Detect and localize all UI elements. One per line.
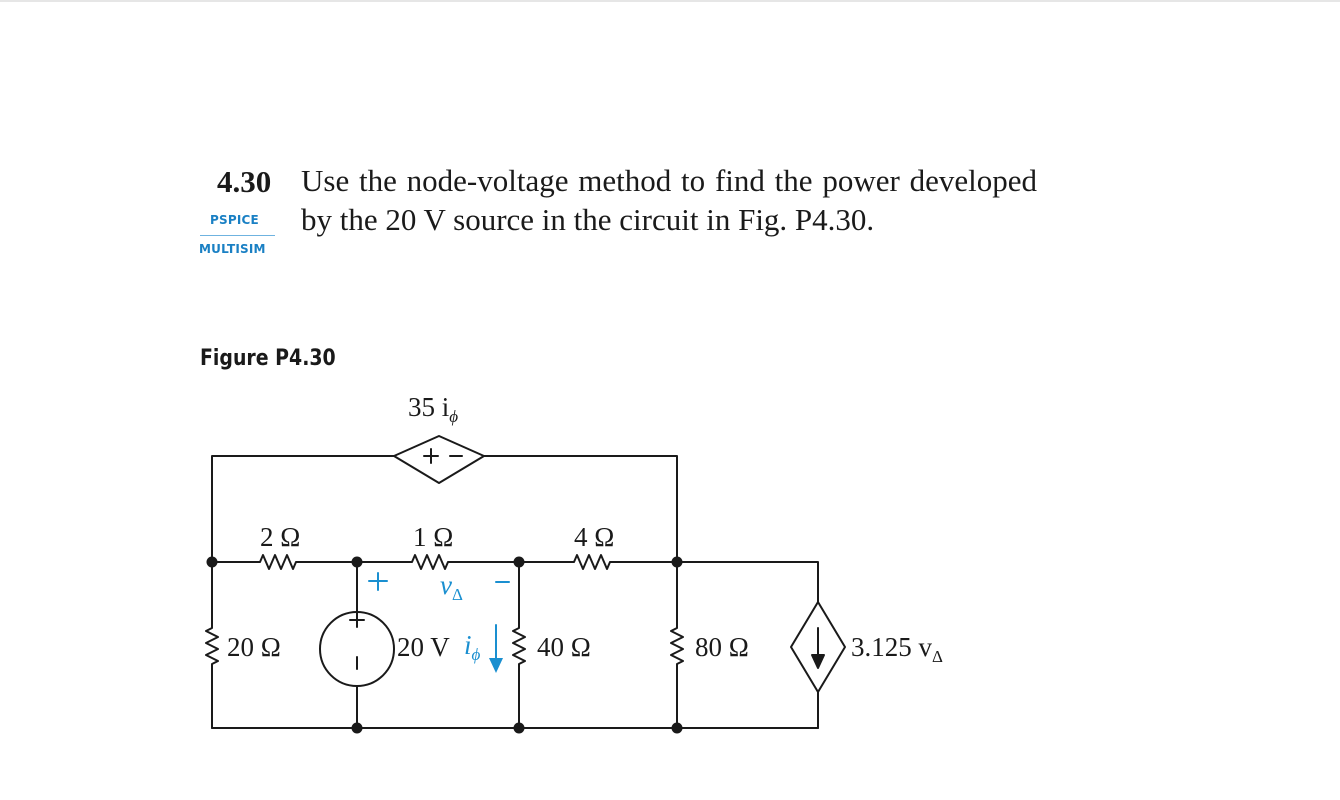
node-bottom-80	[671, 722, 683, 734]
figure-label: Figure P4.30	[200, 346, 336, 371]
resistor-1-label: 1 Ω	[413, 522, 453, 552]
problem-statement: Use the node-voltage method to find the …	[301, 163, 1037, 237]
dep-vsource-label: 35 iϕ	[408, 392, 458, 426]
dependent-voltage-source	[393, 435, 485, 484]
tag-divider	[200, 235, 275, 236]
resistor-4-label: 4 Ω	[574, 522, 614, 552]
vsource-plus-sign	[423, 448, 439, 464]
node-v-delta-right	[513, 556, 525, 568]
current-source-arrowhead	[811, 654, 825, 669]
i-phi-arrowhead	[489, 658, 503, 673]
resistor-40-ohm	[512, 561, 526, 729]
wire-top	[211, 455, 678, 563]
resistor-20-ohm	[205, 561, 219, 729]
resistor-80-label: 80 Ω	[695, 632, 749, 662]
node-source-top	[351, 556, 363, 568]
problem-number: 4.30	[217, 164, 272, 199]
resistor-80-ohm	[670, 561, 684, 729]
i-phi-label: iϕ	[464, 630, 481, 664]
source-plus-sign	[349, 612, 365, 628]
resistor-2-label: 2 Ω	[260, 522, 300, 552]
node-top-left	[206, 556, 218, 568]
wire-middle	[211, 554, 819, 603]
dep-isource-label: 3.125 vΔ	[851, 632, 943, 666]
node-bottom-40	[513, 722, 525, 734]
pspice-tag: PSPICE	[210, 213, 259, 227]
top-border	[0, 0, 1340, 2]
resistor-40-label: 40 Ω	[537, 632, 591, 662]
multisim-tag: MULTISIM	[199, 242, 266, 256]
node-top-right	[671, 556, 683, 568]
resistor-20-label: 20 Ω	[227, 632, 281, 662]
v-delta-plus-sign	[368, 572, 388, 591]
node-bottom-source	[351, 722, 363, 734]
source-20v-label: 20 V	[397, 632, 450, 662]
v-delta-label: vΔ	[440, 570, 463, 604]
